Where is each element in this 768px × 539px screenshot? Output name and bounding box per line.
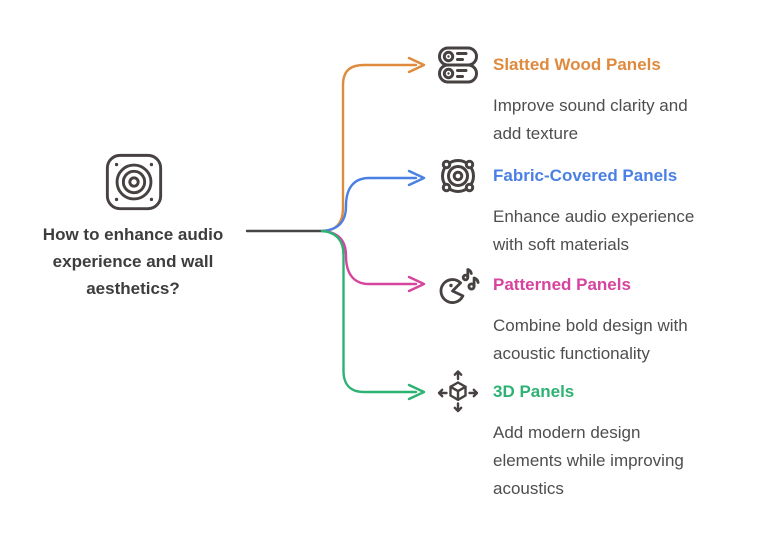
branch-line-slatted-wood <box>320 56 426 233</box>
question-line: How to enhance audio <box>42 225 224 244</box>
branch-line-3d <box>320 229 426 401</box>
question-text: How to enhance audio experience and wall… <box>20 221 246 302</box>
question-line: aesthetics? <box>86 279 180 298</box>
arrow-head-4 <box>407 383 426 401</box>
branch-description: Enhance audio experience with soft mater… <box>493 207 695 254</box>
branch-description: Combine bold design with acoustic functi… <box>493 316 688 363</box>
music-face-icon <box>434 261 482 309</box>
branch-title: Slatted Wood Panels <box>493 55 661 74</box>
speaker-icon <box>103 151 165 213</box>
3d-move-icon <box>434 368 482 416</box>
branch-title: Fabric-Covered Panels <box>493 166 678 185</box>
branch-fabric-covered: Fabric-Covered Panels Enhance audio expe… <box>434 152 734 259</box>
fabric-speaker-icon <box>434 152 482 200</box>
branch-slatted-wood: Slatted Wood Panels Improve sound clarit… <box>434 41 734 148</box>
branch-patterned: Patterned Panels Combine bold design wit… <box>434 261 734 368</box>
slatted-wood-panels-icon <box>434 41 482 89</box>
branch-3d: 3D Panels Add modern design elements whi… <box>434 368 734 503</box>
question-line: experience and wall <box>52 252 214 271</box>
branch-title: Patterned Panels <box>493 275 631 294</box>
arrow-head-3 <box>407 275 426 293</box>
arrow-head-2 <box>407 169 426 187</box>
branch-description: Add modern design elements while improvi… <box>493 423 684 498</box>
branch-line-patterned <box>320 229 426 293</box>
branch-title: 3D Panels <box>493 382 575 401</box>
arrow-head-1 <box>407 56 426 74</box>
branch-description: Improve sound clarity and add texture <box>493 96 688 143</box>
branch-line-fabric-covered <box>320 169 426 233</box>
